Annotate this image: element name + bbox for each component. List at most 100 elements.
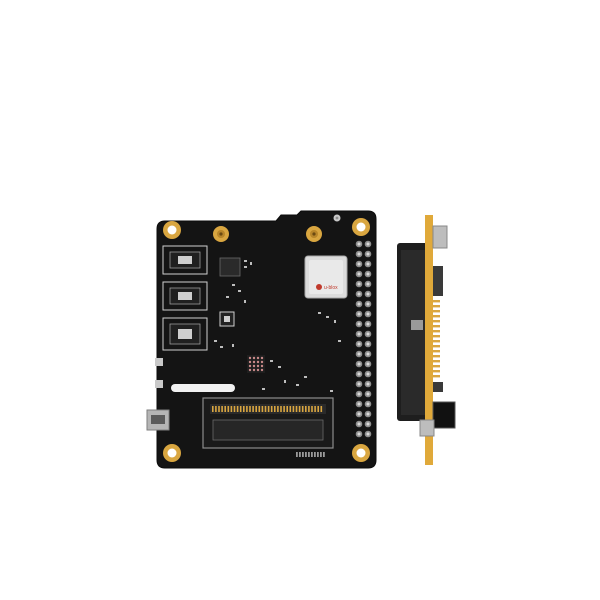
m2-pin (270, 406, 273, 412)
side-button-2 (155, 380, 163, 388)
bga-chip (247, 355, 265, 373)
m2-pin (277, 406, 279, 412)
gpio-pin-center (357, 432, 361, 436)
gpio-pin-center (366, 342, 370, 346)
mounting-hole-bottom-right (352, 444, 370, 462)
mounting-hole-bottom-left (163, 444, 181, 462)
m2-pin (218, 406, 220, 412)
bottom-pad (308, 452, 310, 457)
m2-connector (202, 397, 334, 449)
silkscreen-slot (171, 384, 235, 392)
mounting-hole-top-right (352, 218, 370, 236)
antenna-connector-right (306, 226, 322, 242)
m2-pin (280, 406, 282, 412)
m2-pin (212, 406, 214, 412)
smd-components (214, 260, 341, 392)
side-button-1 (155, 358, 163, 366)
m2-pin (295, 406, 298, 412)
m2-pin (298, 406, 301, 412)
gpio-pin-center (357, 402, 361, 406)
side-pin (433, 375, 440, 378)
side-button (432, 401, 456, 429)
gpio-pin-center (366, 362, 370, 366)
m2-pin (261, 406, 264, 412)
bottom-pad (317, 452, 319, 457)
pcb-board-side-view (397, 215, 456, 465)
m2-pin (317, 406, 319, 412)
gpio-pin-center (366, 252, 370, 256)
bottom-pad (305, 452, 307, 457)
ic-chip-1 (219, 257, 241, 277)
m2-pin (258, 406, 261, 412)
side-pin (433, 365, 440, 368)
side-pin (433, 310, 440, 313)
ic-chip-2-die (224, 316, 230, 322)
m2-pin (301, 406, 304, 412)
gpio-pin-center (366, 322, 370, 326)
gpio-pin-center (357, 372, 361, 376)
gpio-pin-center (357, 282, 361, 286)
gpio-pin-center (357, 252, 361, 256)
gpio-pin-center (357, 392, 361, 396)
side-pin (433, 315, 440, 318)
button-block-3 (162, 317, 208, 351)
m2-pin (305, 406, 307, 412)
side-pin (433, 320, 440, 323)
m2-pin (320, 406, 323, 412)
button-block-2 (162, 281, 208, 311)
side-chip (411, 320, 423, 330)
gpio-pin-center (357, 412, 361, 416)
gpio-pin-center (366, 302, 370, 306)
gpio-pin-center (357, 362, 361, 366)
gpio-pin-center (357, 292, 361, 296)
bottom-pad (311, 452, 313, 457)
gpio-pin-center (366, 332, 370, 336)
bottom-pad (320, 452, 322, 457)
side-pin (433, 330, 440, 333)
gpio-pin-center (366, 242, 370, 246)
m2-pin (252, 406, 254, 412)
gpio-pin-center (357, 302, 361, 306)
gpio-pin-center (357, 352, 361, 356)
bottom-pad (296, 452, 298, 457)
side-connector-top (432, 225, 448, 249)
antenna-connector-left (213, 226, 229, 242)
m2-pin (239, 406, 242, 412)
m2-pin (243, 406, 245, 412)
m2-pin (267, 406, 270, 412)
gpio-pin-center (357, 332, 361, 336)
gpio-pin-center (366, 312, 370, 316)
bottom-pad (323, 452, 325, 457)
side-component-2 (433, 382, 443, 392)
side-pin (433, 355, 440, 358)
m2-pin (236, 406, 239, 412)
gpio-pin-center (357, 312, 361, 316)
gpio-pin-center (366, 392, 370, 396)
side-pin (433, 370, 440, 373)
m2-pin (283, 406, 285, 412)
m2-pin (314, 406, 316, 412)
m2-pin (311, 406, 313, 412)
m2-pin (246, 406, 248, 412)
side-pin (433, 360, 440, 363)
side-pcb-edge (425, 215, 433, 465)
gpio-pin-center (357, 322, 361, 326)
m2-pin (224, 406, 226, 412)
bottom-pad (299, 452, 301, 457)
gpio-pin-center (366, 352, 370, 356)
gpio-pin-center (357, 422, 361, 426)
bottom-pad (314, 452, 316, 457)
gpio-pin-center (366, 412, 370, 416)
m2-pin (274, 406, 276, 412)
bottom-pad-row (296, 452, 325, 457)
gpio-pin-center (357, 242, 361, 246)
m2-pin (286, 406, 288, 412)
pcb-board-top-view: u-blox (146, 210, 377, 469)
side-pin (433, 340, 440, 343)
module-logo-icon (316, 284, 322, 290)
bottom-pad (302, 452, 304, 457)
gpio-pin-center (366, 382, 370, 386)
side-pin (433, 335, 440, 338)
gpio-pin-center (366, 282, 370, 286)
